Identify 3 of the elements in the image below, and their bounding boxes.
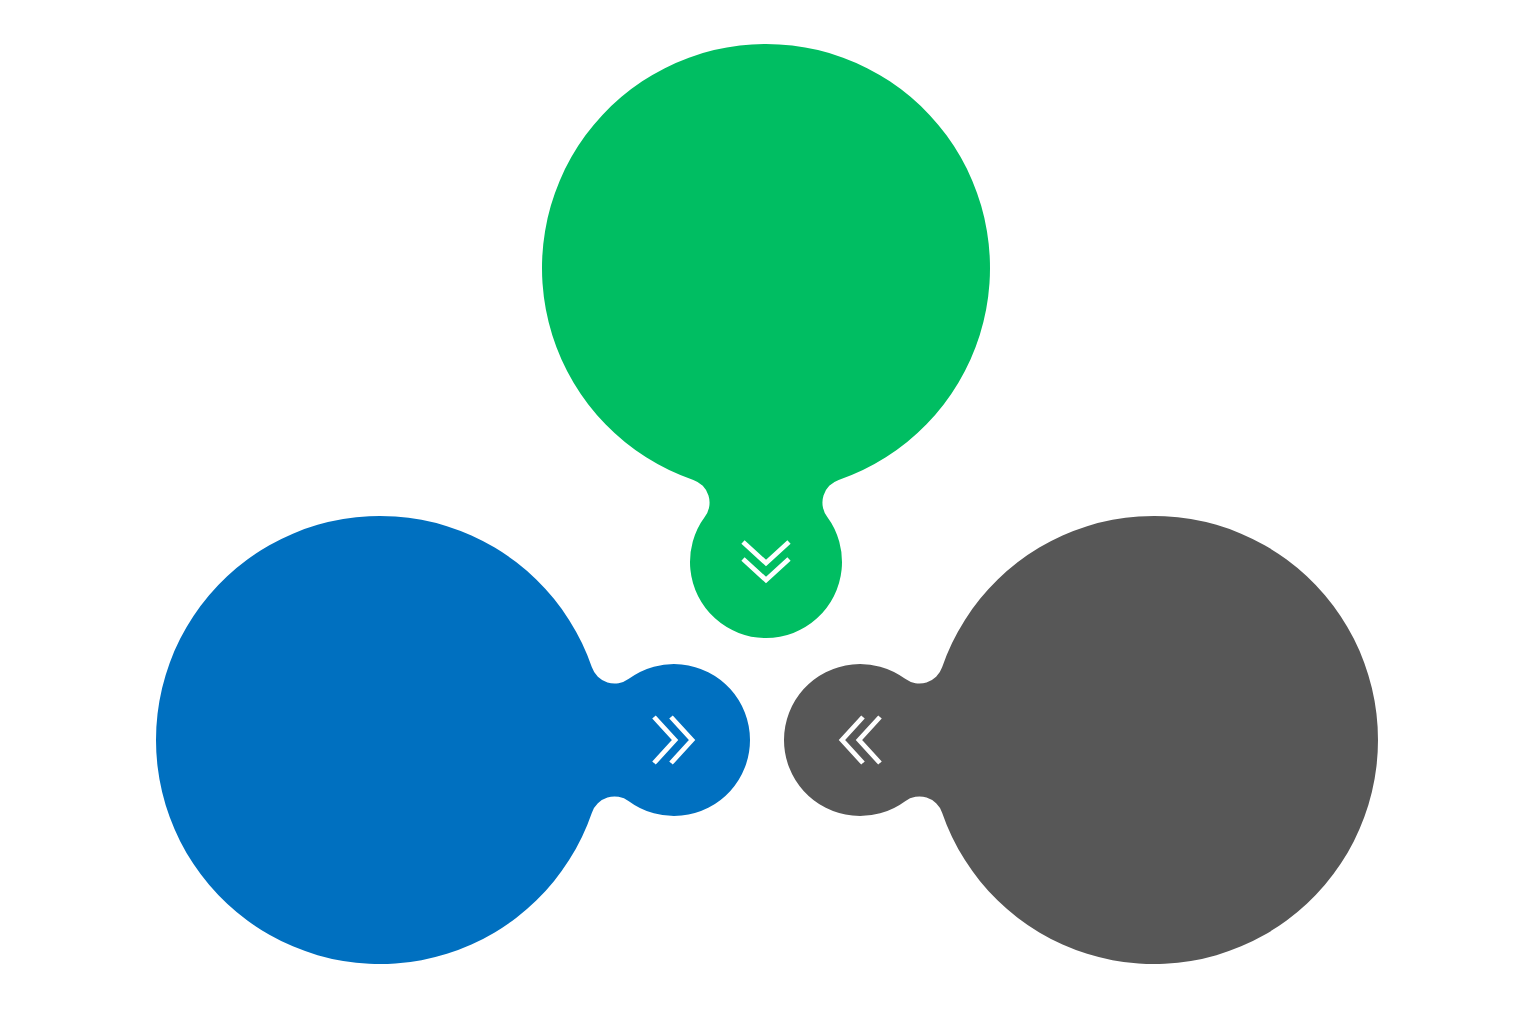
circle-bubble <box>784 516 1378 964</box>
circle-bubble <box>156 516 750 964</box>
circle-bubble <box>542 44 990 638</box>
